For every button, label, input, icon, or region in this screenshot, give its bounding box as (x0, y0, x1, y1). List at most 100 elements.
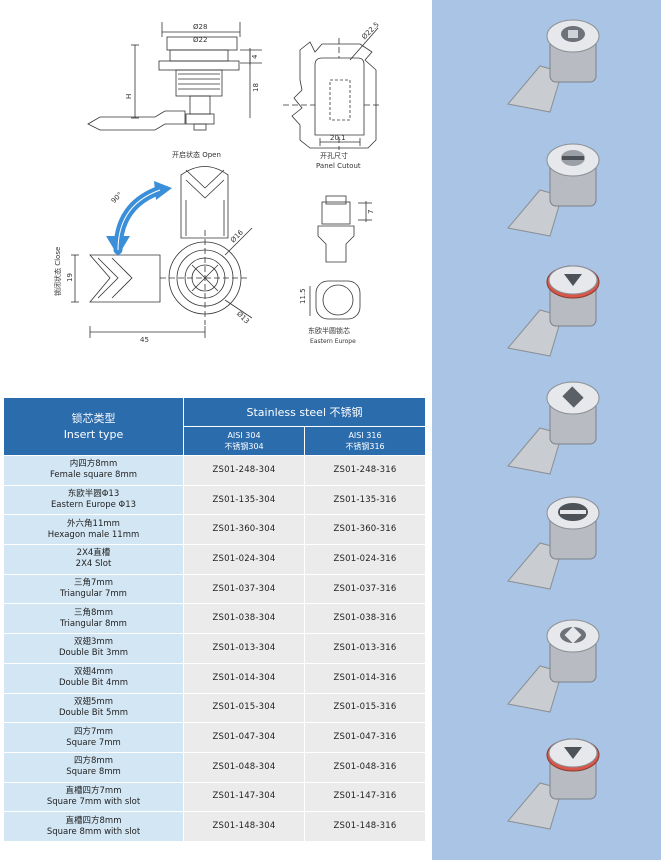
code-304-cell: ZS01-014-304 (183, 662, 305, 694)
code-316-cell: ZS01-048-316 (303, 751, 427, 783)
dim-4: 4 (251, 54, 259, 59)
aisi-304-header-b: 不锈钢304 (224, 442, 264, 451)
aisi-316-header-a: AISI 316 (348, 431, 382, 440)
code-304-cell: ZS01-013-304 (183, 633, 305, 664)
close-state-label: 锁闭状态 Close (53, 247, 62, 296)
code-304-cell: ZS01-048-304 (183, 751, 305, 783)
code-316-cell: ZS01-147-316 (303, 781, 427, 813)
insert-type-en: Square 7mm with slot (46, 796, 141, 807)
product-photo-panel (432, 0, 661, 860)
insert-type-cn: 四方8mm (74, 756, 113, 767)
side-view (87, 22, 262, 131)
aisi-304-header-a: AISI 304 (227, 431, 261, 440)
insert-type-en: Double Bit 3mm (58, 648, 129, 659)
lock-photo-slot (507, 143, 600, 237)
code-316-cell: ZS01-013-316 (303, 633, 427, 664)
code-316-cell: ZS01-360-316 (303, 514, 427, 546)
insert-type-cn: 双翅4mm (74, 667, 113, 678)
insert-type-header-en: Insert type (63, 427, 124, 441)
aisi-316-header: AISI 316 不锈钢316 (303, 426, 427, 456)
insert-type-cn: 双翅3mm (74, 637, 113, 648)
code-316-cell: ZS01-248-316 (303, 455, 427, 486)
lock-photo-square (507, 381, 600, 475)
insert-type-en: Double Bit 4mm (58, 678, 129, 689)
code-304-cell: ZS01-147-304 (183, 781, 305, 813)
code-316-cell: ZS01-038-316 (303, 603, 427, 635)
insert-type-cn: 东欧半圆Φ13 (67, 489, 120, 500)
rotation-arrowhead-right (154, 181, 172, 200)
insert-type-en: Square 7mm (66, 737, 121, 748)
insert-type-header: 锁芯类型 Insert type (3, 397, 184, 456)
dim-20-1: 20.1 (330, 134, 346, 142)
insert-type-en: Square 8mm (66, 767, 121, 778)
code-316-cell: ZS01-024-316 (303, 544, 427, 575)
code-316-cell: ZS01-135-316 (303, 484, 427, 516)
insert-type-cn: 双翅5mm (74, 696, 113, 707)
front-view (71, 166, 253, 338)
dim-d22-5: Ø22.5 (360, 21, 381, 42)
open-state-label: 开启状态 Open (172, 150, 221, 159)
aisi-316-header-b: 不锈钢316 (345, 442, 385, 451)
insert-type-en: 2X4 Slot (75, 559, 112, 570)
eastern-europe-detail (309, 280, 361, 320)
eastern-europe-cn: 东欧半圆锁芯 (308, 326, 350, 335)
code-316-cell: ZS01-148-316 (303, 811, 427, 842)
code-304-cell: ZS01-015-304 (183, 692, 305, 724)
insert-type-cn: 三角8mm (74, 607, 113, 618)
dim-11-5: 11.5 (299, 288, 307, 304)
code-316-cell: ZS01-014-316 (303, 662, 427, 694)
insert-type-header-cn: 锁芯类型 (71, 411, 116, 425)
dim-19: 19 (66, 273, 74, 282)
dim-d22: Ø22 (193, 36, 207, 44)
panel-cutout (283, 27, 380, 150)
insert-type-en: Hexagon male 11mm (47, 529, 140, 540)
panel-cutout-cn: 开孔尺寸 (320, 151, 348, 160)
dim-7: 7 (367, 210, 375, 214)
insert-type-cn: 外六角11mm (67, 518, 120, 529)
dim-h: H (125, 94, 133, 99)
dim-d16: Ø16 (229, 228, 245, 244)
insert-type-cn: 内四方8mm (69, 459, 118, 470)
insert-type-en: Eastern Europe Φ13 (50, 500, 137, 511)
drawing-svg: Ø28 Ø22 H 4 18 Ø22.5 20.1 开孔尺寸 Panel Cut… (53, 21, 381, 345)
plug-detail (317, 195, 372, 263)
insert-type-en: Double Bit 5mm (58, 707, 129, 718)
insert-type-en: Triangular 7mm (60, 589, 127, 600)
lock-photo-double-bit (507, 496, 600, 590)
dim-d13: Ø13 (235, 310, 251, 326)
insert-type-en: Triangular 8mm (60, 618, 127, 629)
code-304-cell: ZS01-360-304 (183, 514, 305, 546)
eastern-europe-en: Eastern Europe (310, 338, 356, 345)
insert-type-cn: 四方7mm (74, 726, 113, 737)
insert-type-en: Square 8mm with slot (46, 826, 141, 837)
code-304-cell: ZS01-135-304 (183, 484, 305, 516)
code-304-cell: ZS01-024-304 (183, 544, 305, 575)
insert-type-cn: 直槽四方8mm (65, 815, 122, 826)
code-304-cell: ZS01-248-304 (183, 455, 305, 486)
dim-d28: Ø28 (193, 23, 207, 31)
lock-photo-triangular-red (507, 738, 600, 830)
aisi-304-header: AISI 304 不锈钢304 (183, 426, 305, 456)
code-304-cell: ZS01-038-304 (183, 603, 305, 635)
